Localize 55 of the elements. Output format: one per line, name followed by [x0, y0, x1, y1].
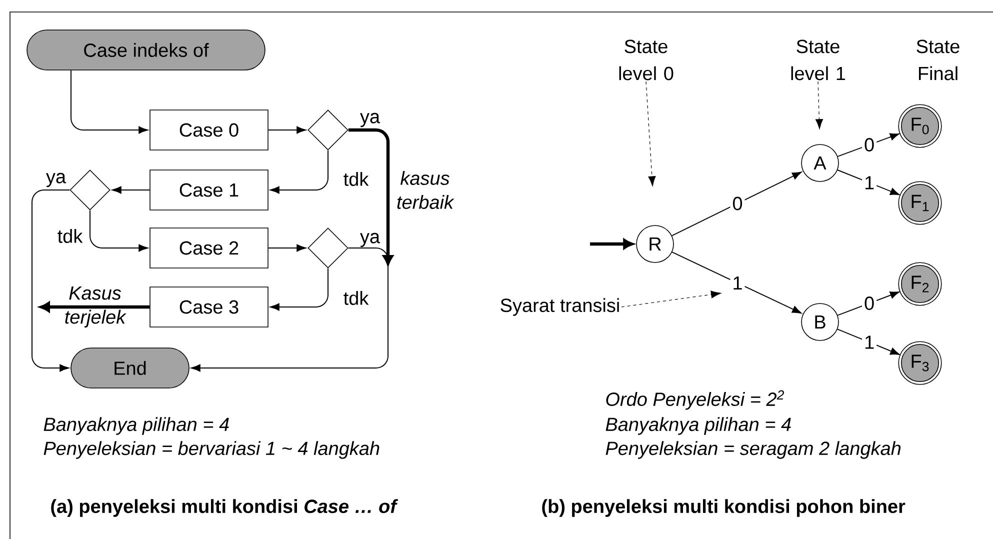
decision-diamond — [308, 228, 348, 268]
arrow — [268, 244, 306, 252]
edge-label: 1 — [862, 334, 877, 351]
arrow — [837, 133, 900, 157]
arrow — [837, 328, 900, 355]
arrow — [40, 302, 150, 312]
arrow — [270, 150, 328, 194]
edge-label: Kasus terjelek — [65, 286, 126, 328]
edge-label: tdk — [344, 172, 369, 186]
process-box: Case 1 — [150, 170, 268, 210]
edge-label: tdk — [344, 291, 369, 305]
state-label: State level 1 — [791, 40, 846, 80]
arrow — [270, 268, 328, 311]
note-text: Penyeleksian = seragam 2 langkah — [606, 441, 901, 459]
arrow — [268, 126, 306, 134]
arrow — [590, 238, 634, 250]
note-text: Banyaknya pilihan = 4 — [606, 417, 791, 435]
leader-line — [815, 81, 823, 130]
arrow — [672, 252, 802, 314]
terminal-box: Case indeks of — [26, 30, 266, 70]
caption: (a) penyeleksi multi kondisi Case … of — [51, 499, 398, 517]
note-text: Penyeleksian = bervariasi 1 ~ 4 langkah — [44, 441, 380, 459]
leader-line — [621, 290, 722, 308]
caption: (b) penyeleksi multi kondisi pohon biner — [542, 499, 906, 517]
edge-label: 0 — [862, 136, 877, 154]
state-label: State Final — [916, 40, 960, 80]
state-label: State level 0 — [619, 40, 674, 80]
arrow — [70, 70, 148, 134]
annotation-text: Syarat transisi — [500, 298, 619, 316]
arrow — [837, 292, 900, 316]
note-text: Ordo Penyeleksi = 2$^{2}$ — [606, 390, 784, 410]
edge-label: 1 — [862, 174, 877, 192]
edge-label: ya — [360, 232, 380, 248]
arrow — [671, 172, 802, 236]
process-box: Case 2 — [150, 228, 268, 268]
note-text: Banyaknya pilihan = 4 — [44, 417, 229, 435]
arrow — [191, 248, 388, 372]
arrow — [837, 170, 900, 196]
arrow — [112, 186, 150, 194]
arrow — [32, 190, 70, 372]
arrow — [90, 210, 148, 252]
decision-diamond — [308, 110, 348, 150]
arrow — [348, 128, 394, 266]
edge-label: 1 — [730, 274, 745, 292]
edge-label: tdk — [58, 229, 83, 243]
edge-label: 0 — [862, 294, 877, 312]
decision-diamond — [70, 170, 110, 210]
leader-line — [646, 81, 656, 186]
edge-label: 0 — [730, 194, 745, 212]
annotation-text: kasus terbaik — [397, 171, 454, 209]
terminal-box: End — [70, 348, 190, 388]
process-box: Case 3 — [150, 286, 268, 328]
edge-label: ya — [46, 172, 66, 188]
process-box: Case 0 — [150, 110, 268, 150]
edge-label: ya — [360, 112, 380, 128]
